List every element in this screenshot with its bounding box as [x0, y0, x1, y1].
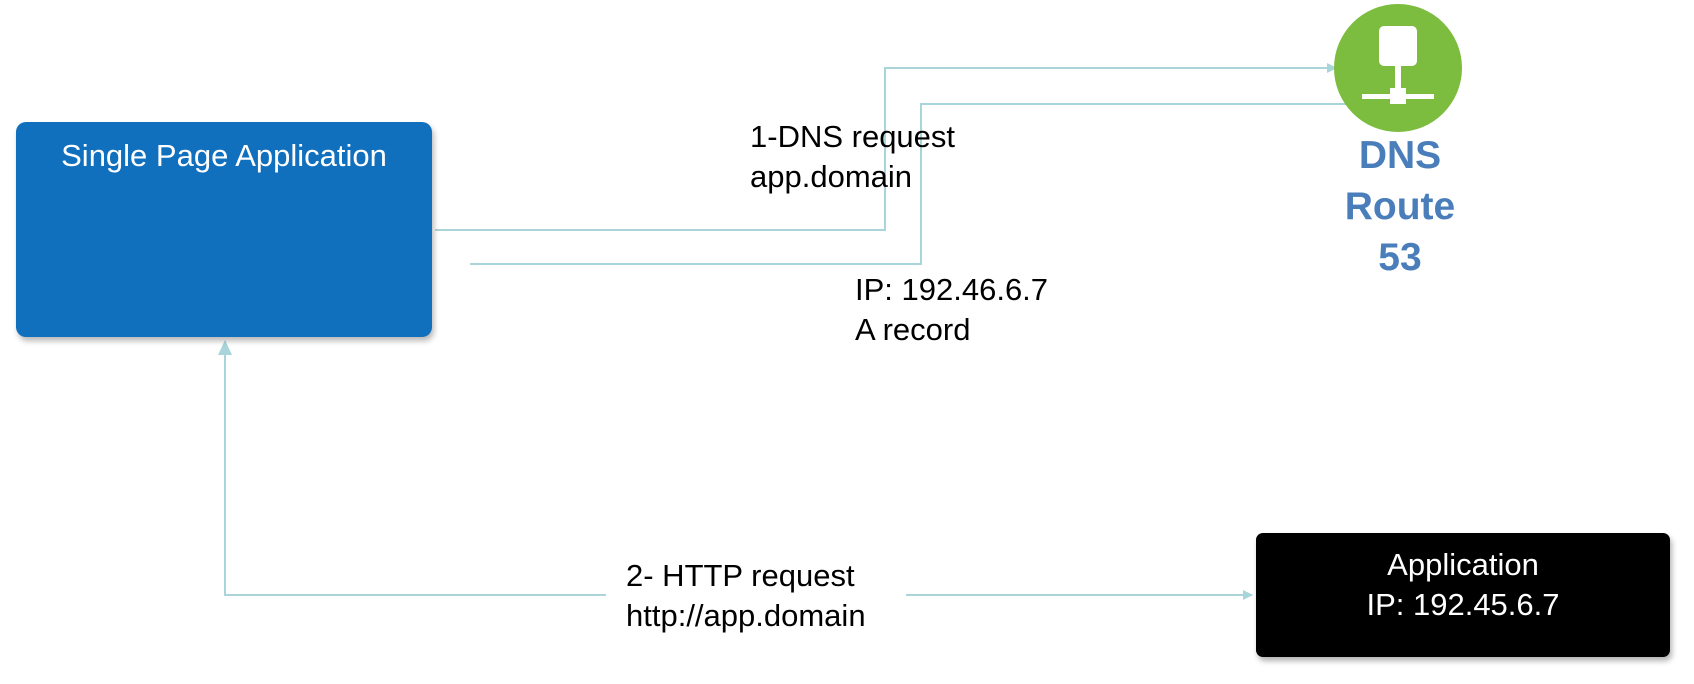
dns-response-connector	[470, 99, 1373, 265]
dns-label-line1: DNS	[1358, 134, 1442, 177]
dns-request-line2: app.domain	[750, 159, 913, 194]
spa-label: Single Page Application	[61, 138, 387, 173]
http-request-connector	[224, 342, 606, 596]
dns-label-line2: Route	[1344, 185, 1456, 228]
application-ip: IP: 192.45.6.7	[1366, 587, 1560, 622]
application-label: Application	[1387, 547, 1539, 582]
dns-label-line3: 53	[1378, 236, 1422, 279]
single-page-application-node: Single Page Application	[16, 122, 432, 337]
http-request-arrowhead-up	[218, 340, 232, 355]
dns-route53-label: DNS Route 53	[1300, 130, 1500, 283]
dns-response-line1: IP: 192.46.6.7	[855, 272, 1049, 307]
dns-request-label: 1-DNS request app.domain	[750, 117, 955, 197]
network-server-icon	[1334, 4, 1462, 132]
dns-response-line2: A record	[855, 312, 971, 347]
application-node: Application IP: 192.45.6.7	[1256, 533, 1670, 657]
dns-request-connector	[435, 63, 1337, 231]
http-request-label: 2- HTTP request http://app.domain	[626, 556, 866, 636]
http-request-line1: 2- HTTP request	[626, 558, 855, 593]
dns-request-line1: 1-DNS request	[750, 119, 956, 154]
http-request-line2: http://app.domain	[626, 598, 866, 633]
dns-response-label: IP: 192.46.6.7 A record	[855, 270, 1048, 350]
